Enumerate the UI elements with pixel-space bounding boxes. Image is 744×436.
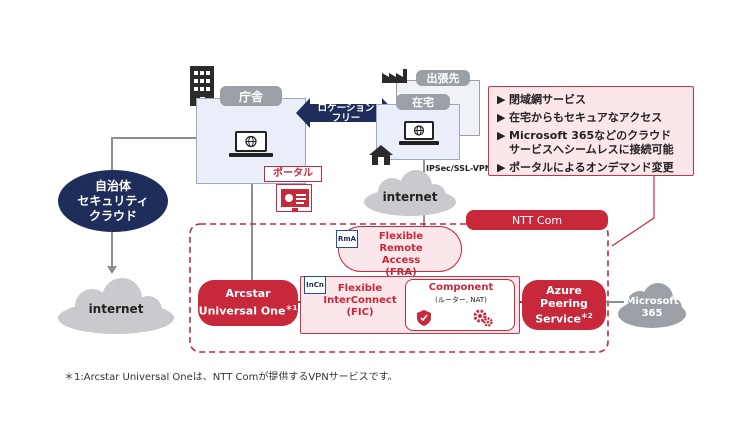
microsoft-365-cloud: Microsoft 365 <box>616 278 688 330</box>
office-to-cloud-line <box>111 137 196 170</box>
business-trip-label: 出張先 <box>416 70 470 86</box>
benefits-callout: ▶閉域網サービス ▶在宅からもセキュアなアクセス ▶Microsoft 365な… <box>488 86 694 176</box>
house-icon <box>368 144 394 166</box>
arcstar-box: Arcstar Universal One＊1 <box>198 280 298 326</box>
footnote-clip: ＊1:Arcstar Universal Oneは、NTT Comが提供するVP… <box>64 370 684 380</box>
azure-line3: Service <box>535 312 581 326</box>
home-laptop-icon <box>399 119 439 147</box>
office-label: 庁舎 <box>220 86 282 106</box>
component-box: Component (ルーター, NAT) <box>405 279 515 331</box>
portal-card: ポータル <box>264 166 322 214</box>
fra-badge: RmA <box>336 230 358 248</box>
arcstar-sup: ＊1 <box>285 304 298 313</box>
azure-line2: Peering <box>540 297 588 311</box>
municipal-cloud-line1: 自治体 <box>94 178 131 193</box>
benefit-item: Microsoft 365などのクラウド <box>509 129 672 142</box>
fra-box: Flexible Remote Access (FRA) <box>338 226 462 278</box>
cloud-icon <box>364 170 456 216</box>
azure-line1: Azure <box>546 284 582 298</box>
cloud-icon <box>618 283 686 328</box>
portal-label: ポータル <box>264 166 322 182</box>
fra-line3: (FRA) <box>385 267 417 278</box>
fic-line1: Flexible <box>337 283 383 294</box>
municipal-security-cloud: 自治体 セキュリティ クラウド <box>58 170 168 232</box>
benefit-item: 在宅からもセキュアなアクセス <box>509 111 663 124</box>
azure-sup: ＊2 <box>580 312 593 321</box>
footnote: ＊1:Arcstar Universal Oneは、NTT Comが提供するVP… <box>64 372 398 380</box>
component-title: Component <box>428 282 494 293</box>
home-box <box>376 104 460 160</box>
microsoft-line1: Microsoft <box>625 296 679 307</box>
fic-badge: InCn <box>304 276 326 294</box>
fic-panel: Flexible InterConnect (FIC) Component (ル… <box>300 276 520 334</box>
gear-icon <box>472 308 494 328</box>
callout-line <box>611 176 655 247</box>
municipal-cloud-line3: クラウド <box>88 208 137 223</box>
internet-cloud-left: internet <box>54 276 178 336</box>
benefit-item: ポータルによるオンデマンド変更 <box>509 161 674 174</box>
arcstar-line2: Universal One <box>198 304 286 318</box>
location-free-line1: ロケーション <box>317 103 375 114</box>
benefit-item: サービスへシームレスに接続可能 <box>509 143 674 156</box>
municipal-cloud-line2: セキュリティ <box>77 193 149 208</box>
fic-line3: (FIC) <box>346 307 374 318</box>
fic-line2: InterConnect <box>323 295 397 306</box>
vpn-label: IPSec/SSL-VPN <box>426 164 492 173</box>
component-subtitle: (ルーター, NAT) <box>435 296 487 304</box>
location-free-arrow: ロケーション フリー <box>296 96 396 130</box>
cloud-icon <box>58 278 174 334</box>
internet-top-label: internet <box>382 190 438 204</box>
router-shield-icon <box>416 310 432 326</box>
internet-left-label: internet <box>88 302 144 316</box>
fra-line2: Remote Access <box>379 243 423 266</box>
azure-box: Azure Peering Service＊2 <box>522 280 606 330</box>
home-label: 在宅 <box>396 94 450 110</box>
benefit-item: 閉域網サービス <box>509 93 586 106</box>
internet-cloud-top: internet <box>360 168 460 218</box>
ntt-com-region <box>189 223 609 353</box>
location-free-line2: フリー <box>331 113 361 124</box>
factory-icon <box>382 68 410 83</box>
office-box <box>196 98 306 184</box>
fra-line1: Flexible <box>378 231 424 242</box>
arcstar-line1: Arcstar <box>225 287 271 301</box>
laptop-icon <box>229 129 273 159</box>
portal-screen-icon <box>276 184 312 212</box>
cloud-to-internet-arrowhead <box>107 266 117 274</box>
microsoft-line2: 365 <box>641 308 663 319</box>
ntt-com-label: NTT Com <box>466 210 608 230</box>
